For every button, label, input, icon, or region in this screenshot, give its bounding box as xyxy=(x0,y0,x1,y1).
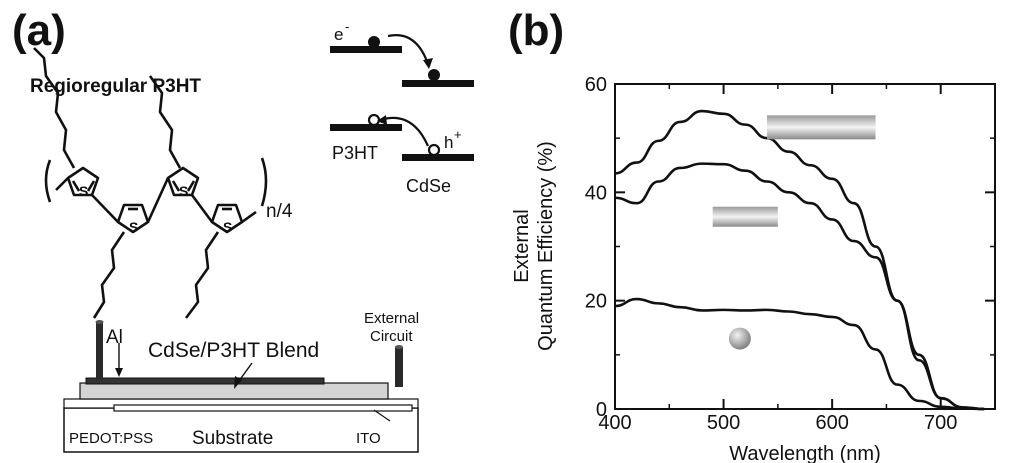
hole-transfer-arrow xyxy=(379,116,430,147)
device-schematic: Al CdSe/P3HT Blend External Circuit PEDO… xyxy=(63,310,419,453)
hexyl-chain-4 xyxy=(184,231,220,319)
circuit-label-line1: External xyxy=(364,310,419,327)
hole-dot xyxy=(427,143,441,157)
svg-text:S: S xyxy=(79,183,88,199)
y-tick-label: 40 xyxy=(585,182,607,204)
panel-b-label: (b) xyxy=(508,6,565,55)
bracket-left xyxy=(44,159,52,203)
al-label: Al xyxy=(106,327,123,348)
series-line-short-rod xyxy=(614,162,985,411)
hexyl-chain-2 xyxy=(92,231,126,319)
ito-label: ITO xyxy=(356,430,381,447)
circuit-contact-post xyxy=(395,347,403,387)
donor-label: P3HT xyxy=(332,143,378,163)
ito-pointer-arrow xyxy=(373,409,391,422)
electron-dot xyxy=(368,36,380,48)
circuit-label-line2: Circuit xyxy=(370,328,413,345)
energy-level-diagram: e - h + P3HT CdSe xyxy=(330,19,474,196)
electron-transfer-arrow xyxy=(387,34,430,65)
series-lines xyxy=(614,109,985,411)
x-tick-label: 400 xyxy=(598,412,631,434)
axis-ticks: 400 500 600 700 0 20 40 60 xyxy=(585,74,995,434)
al-electrode xyxy=(85,377,325,385)
eqe-chart: 400 500 600 700 0 20 40 60 Wavelength (nm) Exte… xyxy=(511,74,996,463)
svg-text:S: S xyxy=(129,219,138,235)
cdse-homo-level xyxy=(402,154,474,161)
hexyl-chain-3 xyxy=(148,75,182,169)
ito-layer xyxy=(113,404,413,412)
x-axis-label: Wavelength (nm) xyxy=(729,443,881,463)
blend-label: CdSe/P3HT Blend xyxy=(148,339,319,362)
molecule-title: Regioregular P3HT xyxy=(30,76,201,97)
acceptor-label: CdSe xyxy=(406,176,451,196)
long-rod-marker-icon xyxy=(767,115,876,140)
series-line-sphere xyxy=(614,297,985,411)
panel-a-label: (a) xyxy=(12,6,66,55)
series-markers xyxy=(712,115,876,350)
thiophene-ring-3 xyxy=(166,166,200,197)
y-tick-label: 60 xyxy=(585,74,607,96)
p3ht-homo-level xyxy=(330,124,402,131)
electron-dot-transferred xyxy=(428,69,440,81)
blend-layer xyxy=(79,382,389,400)
bracket-right xyxy=(260,157,268,207)
al-contact-post xyxy=(96,322,103,380)
thiophene-ring-1 xyxy=(66,166,100,197)
electron-sign: - xyxy=(345,19,349,34)
y-axis-label-line2: Quantum Efficiency (%) xyxy=(535,141,557,351)
electron-label: e xyxy=(334,25,343,44)
y-tick-label: 20 xyxy=(585,291,607,313)
y-axis-label-line1: External xyxy=(511,209,533,282)
pedot-label: PEDOT:PSS xyxy=(69,430,153,447)
y-tick-label: 0 xyxy=(596,399,607,421)
series-line-long-rod xyxy=(614,109,985,411)
cdse-lumo-level xyxy=(402,80,474,87)
hole-dot-transferred xyxy=(367,113,381,127)
short-rod-marker-icon xyxy=(712,206,778,227)
thiophene-ring-2 xyxy=(116,203,150,234)
hexyl-chain-1 xyxy=(33,47,76,169)
x-tick-label: 700 xyxy=(924,412,957,434)
p3ht-lumo-level xyxy=(330,46,402,53)
hole-label: h xyxy=(444,133,453,152)
sphere-marker-icon xyxy=(728,327,751,350)
hole-sign: + xyxy=(454,127,462,142)
repeat-subscript: n/4 xyxy=(266,201,293,222)
thiophene-ring-4 xyxy=(210,203,244,234)
substrate-layer xyxy=(63,407,419,453)
substrate-label: Substrate xyxy=(192,428,273,449)
svg-text:S: S xyxy=(223,219,232,235)
p3ht-molecule: Regioregular P3HT xyxy=(30,47,293,319)
x-tick-label: 600 xyxy=(815,412,848,434)
svg-text:S: S xyxy=(179,183,188,199)
x-tick-label: 500 xyxy=(707,412,740,434)
